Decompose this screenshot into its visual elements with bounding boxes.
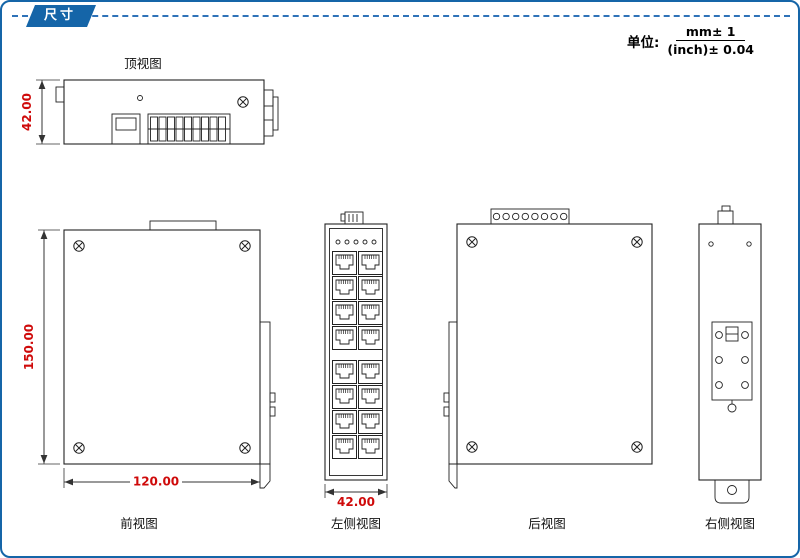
din-clip-tab <box>443 392 450 403</box>
terminal-block-top <box>147 113 231 145</box>
rj45-port-icon <box>358 251 383 275</box>
unit-note: 单位: mm± 1 (inch)± 0.04 <box>627 24 754 57</box>
led-indicators <box>335 239 377 245</box>
reset-hole <box>137 95 143 101</box>
left-view-faceplate <box>329 228 383 476</box>
rj45-port-icon <box>332 301 357 325</box>
console-port-inner <box>115 117 137 131</box>
din-rail-strip <box>259 321 271 465</box>
top-view: 顶视图 <box>20 56 279 145</box>
rj45-port-icon <box>332 385 357 409</box>
front-top-tab <box>149 220 217 231</box>
screw-icon <box>466 441 478 453</box>
rj45-port-icon <box>358 435 383 459</box>
front-view-width-dimension: 120.00 <box>133 475 179 489</box>
console-port <box>111 113 141 145</box>
din-hook <box>448 463 458 489</box>
screw-icon <box>73 442 85 454</box>
unit-inch-tolerance: (inch)± 0.04 <box>667 42 754 57</box>
section-title: 尺寸 <box>44 8 77 23</box>
terminal-block-rear <box>490 208 570 225</box>
right-top-connector <box>717 210 734 225</box>
screw-hole <box>708 241 714 247</box>
right-view-body <box>698 223 762 481</box>
rj45-port-icon <box>358 410 383 434</box>
top-view-left-tab <box>55 86 65 103</box>
rj45-port-icon <box>332 360 357 384</box>
screw-icon <box>239 240 251 252</box>
din-hook <box>259 463 271 489</box>
header-dashed-line <box>12 15 790 17</box>
rj45-port-icon <box>358 326 383 350</box>
rear-view-label: 后视图 <box>528 516 566 531</box>
din-rail-strip <box>448 321 458 465</box>
screw-icon <box>239 442 251 454</box>
front-view-body <box>63 229 261 465</box>
rj45-port-icon <box>332 326 357 350</box>
left-side-view: 42.00 左侧视图 <box>324 211 388 531</box>
top-view-height-dimension: 42.00 <box>20 93 34 131</box>
dimension-text-mask <box>130 475 182 488</box>
unit-label: 单位: <box>627 34 660 51</box>
rj45-port-icon <box>358 385 383 409</box>
screw-icon <box>631 236 643 248</box>
right-view-label: 右侧视图 <box>705 516 755 531</box>
top-view-label: 顶视图 <box>124 56 162 71</box>
top-view-right-tab-lower <box>263 119 274 137</box>
top-view-right-tab-upper <box>263 89 274 107</box>
rj45-port-icon <box>332 410 357 434</box>
front-view-label: 前视图 <box>120 516 158 531</box>
screw-icon <box>73 240 85 252</box>
din-clip-assembly <box>711 321 753 413</box>
connector-stub <box>340 213 346 222</box>
din-clip-tab <box>269 392 276 403</box>
rj45-port-icon <box>332 435 357 459</box>
connector-knob <box>721 205 731 212</box>
screw-icon <box>237 96 249 108</box>
left-top-connector <box>344 211 364 225</box>
rj45-port-icon <box>358 276 383 300</box>
din-clip-tab <box>443 406 450 417</box>
rj45-port-icon <box>358 360 383 384</box>
rj45-port-icon <box>358 301 383 325</box>
top-view-body <box>63 79 265 145</box>
mounting-tab <box>714 479 750 504</box>
rj45-port-icon <box>332 251 357 275</box>
din-clip-tab <box>269 406 276 417</box>
rear-view-body <box>456 223 653 465</box>
top-view-din-plate <box>272 96 279 131</box>
rj45-port-icon <box>332 276 357 300</box>
rear-view: 后视图 <box>443 208 653 531</box>
left-view-label: 左侧视图 <box>331 516 381 531</box>
screw-icon <box>631 441 643 453</box>
front-view-height-dimension: 150.00 <box>22 324 36 370</box>
mounting-hole <box>727 485 737 495</box>
unit-mm-tolerance: mm± 1 <box>675 24 746 41</box>
unit-fraction: mm± 1 (inch)± 0.04 <box>667 24 754 57</box>
section-title-tab: 尺寸 <box>26 5 96 27</box>
left-view-width-dimension: 42.00 <box>337 495 375 509</box>
front-view: 150.00 120.00 前视图 <box>22 220 276 531</box>
screw-icon <box>466 236 478 248</box>
screw-hole <box>746 241 752 247</box>
right-side-view: 右侧视图 <box>698 205 762 531</box>
